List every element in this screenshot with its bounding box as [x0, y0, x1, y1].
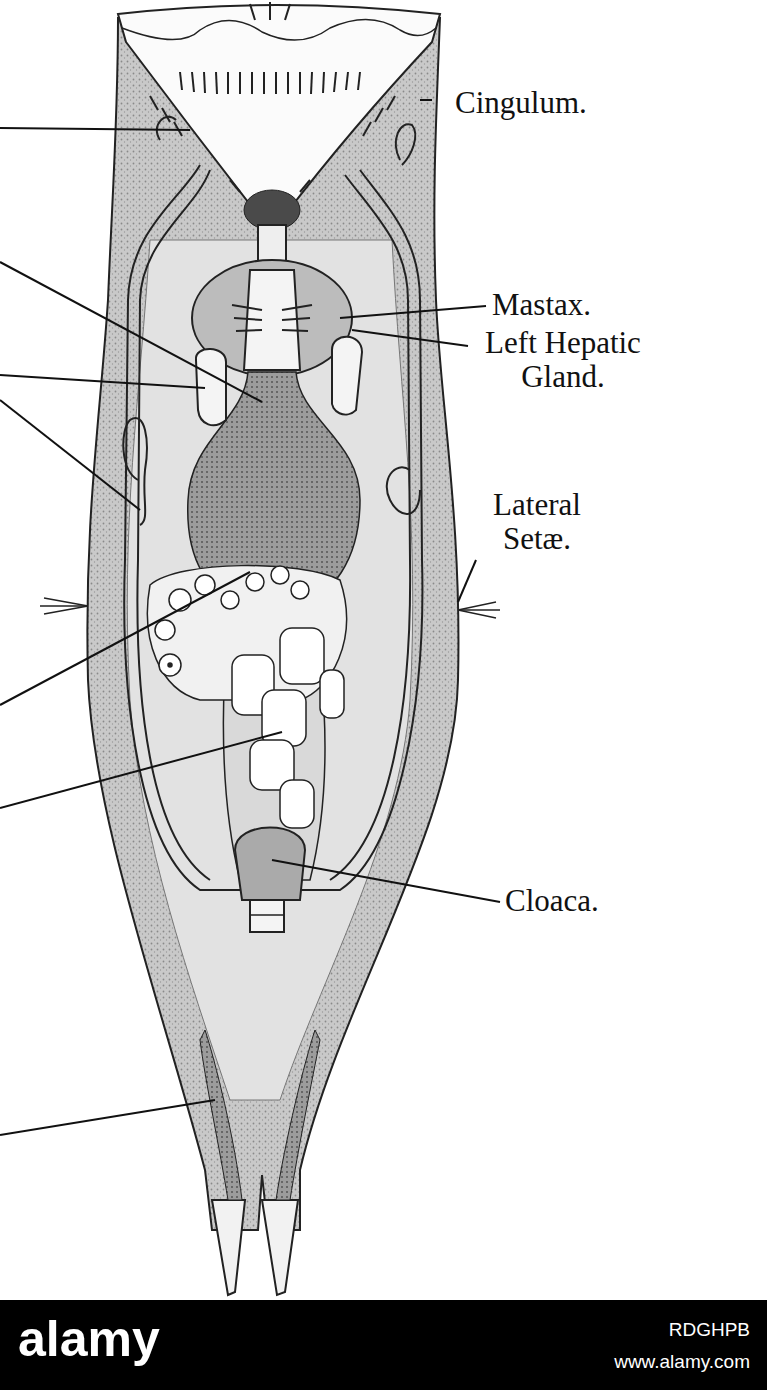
leader-line [352, 330, 468, 346]
germarium [147, 566, 346, 828]
nephridium-right [300, 170, 422, 890]
watermark-url: www.alamy.com [580, 1350, 750, 1373]
leader-line [0, 375, 205, 388]
leader-line [420, 99, 432, 101]
leader-line [0, 572, 250, 705]
egg-cell [280, 628, 324, 684]
part-label: Cingulum. [455, 86, 655, 120]
rotifer-illustration [0, 0, 767, 1300]
nephridium-right-inner [330, 175, 410, 880]
egg-cell [280, 780, 314, 828]
cloaca-tube [250, 900, 284, 932]
part-label: Mastax. [492, 288, 652, 322]
body-outline [87, 18, 458, 1230]
toe-right [262, 1200, 298, 1295]
excretory-tubes [123, 117, 422, 890]
nephridium-left-inner [137, 170, 210, 880]
leader-lines [0, 100, 500, 1135]
part-label: Lateral Setæ. [472, 488, 602, 556]
toe-left [212, 1200, 245, 1295]
ovum [271, 566, 289, 584]
part-label: Cloaca. [505, 884, 665, 918]
ovum [159, 654, 181, 676]
ovum [169, 589, 191, 611]
egg-cell [320, 670, 344, 718]
lateral-setae [40, 598, 500, 618]
body-cavity [127, 240, 412, 1100]
hepatic-gland-left [332, 337, 362, 415]
cloaca-ring [250, 914, 284, 916]
leader-line [272, 860, 500, 902]
ovum [221, 591, 239, 609]
nephridium-loop-right [396, 124, 415, 165]
body [87, 18, 458, 1295]
leader-line [458, 560, 476, 602]
foot-gland-right [276, 1030, 320, 1200]
leader-line [0, 128, 190, 130]
nephridium-coil-right [387, 467, 420, 514]
leader-line [0, 1100, 215, 1135]
leader-line [340, 306, 486, 318]
ovum [155, 620, 175, 640]
ovum [291, 581, 309, 599]
egg-cell [262, 690, 306, 746]
nephridium-loop-left [123, 418, 147, 525]
corona-rim [122, 19, 436, 40]
watermark-logo: alamy [18, 1312, 258, 1366]
nephridium-left [124, 165, 240, 890]
leader-line [0, 400, 140, 510]
jaws [232, 305, 312, 331]
watermark-id: RDGHPB [610, 1318, 750, 1341]
nephridium-coil-left [157, 117, 176, 140]
corona [118, 2, 440, 230]
cilia [150, 2, 395, 192]
part-label: Left Hepatic Gland. [458, 326, 668, 394]
foot-gland-left [200, 1030, 242, 1200]
ovum [246, 573, 264, 591]
leader-line [0, 732, 282, 808]
ovum-nucleus [168, 663, 172, 667]
leader-line [0, 262, 262, 402]
